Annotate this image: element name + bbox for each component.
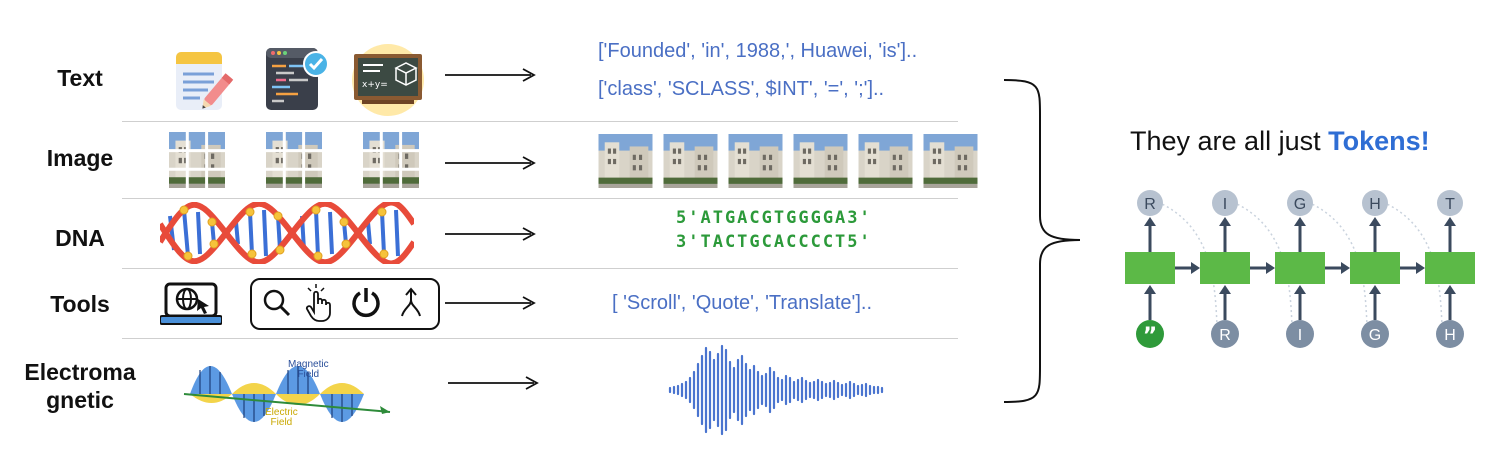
merge-icon <box>401 287 421 317</box>
search-icon <box>263 289 291 317</box>
row-label-electromagnetic: Electroma gnetic <box>14 358 146 414</box>
image-token-patch <box>663 134 718 188</box>
output-node-label: R <box>1144 196 1156 213</box>
row-label-dna: DNA <box>55 225 105 251</box>
input-node <box>1286 320 1314 348</box>
row-divider <box>122 338 958 339</box>
code-editor-icon <box>266 48 329 110</box>
rnn-cell <box>1125 252 1175 284</box>
input-node-label: G <box>1369 327 1381 344</box>
row-label-line-2: gnetic <box>46 387 114 413</box>
tokens-title-prefix: They are all just <box>1130 126 1329 156</box>
input-node <box>1211 320 1239 348</box>
curly-brace <box>1003 79 1081 403</box>
rnn-cell <box>1425 252 1475 284</box>
rnn-cell <box>1275 252 1325 284</box>
input-node-label: H <box>1444 327 1456 344</box>
output-node-label: I <box>1223 196 1227 213</box>
image-patch-grid <box>168 132 226 188</box>
dna-sequence-top: 5'ATGACGTGGGGA3' <box>676 208 872 228</box>
chalkboard-icon: x+y= <box>352 44 424 116</box>
row-divider <box>122 268 958 269</box>
output-node <box>1212 190 1238 216</box>
electromagnetic-wave-icon <box>183 366 391 422</box>
output-node <box>1362 190 1388 216</box>
dna-helix-icon <box>160 202 414 264</box>
recurrent-arrow-head <box>1191 262 1200 274</box>
image-token-patch <box>598 134 653 188</box>
image-token-patch <box>923 134 978 188</box>
arrow-icon <box>445 68 536 82</box>
output-node-label: T <box>1445 196 1455 213</box>
power-icon <box>352 288 380 318</box>
row-divider <box>122 121 958 122</box>
image-token-patch <box>858 134 913 188</box>
magnetic-label-line-1: Magnetic <box>288 359 329 370</box>
image-token-patch <box>793 134 848 188</box>
up-arrow-head <box>1144 217 1156 226</box>
rnn-cell <box>1350 252 1400 284</box>
row-label-tools: Tools <box>50 291 110 317</box>
up-arrow-head <box>1144 285 1156 294</box>
output-node <box>1287 190 1313 216</box>
arrow-icon <box>445 296 536 310</box>
output-node-label: H <box>1369 196 1381 213</box>
up-arrow-head <box>1369 285 1381 294</box>
electric-field-label: Electric Field <box>265 408 298 428</box>
notepad-icon <box>176 52 234 110</box>
text-token-sequence-1: ['Founded', 'in', 1988,', Huawei, 'is'].… <box>598 40 918 62</box>
magnetic-field-label: Magnetic Field <box>288 360 329 380</box>
rnn-cell <box>1200 252 1250 284</box>
input-node <box>1436 320 1464 348</box>
output-node <box>1437 190 1463 216</box>
recurrent-arrow-head <box>1266 262 1275 274</box>
up-arrow-head <box>1219 217 1231 226</box>
arrow-icon <box>445 156 536 170</box>
audio-waveform <box>668 344 884 436</box>
image-patch-grid <box>265 132 323 188</box>
image-token-patch <box>728 134 783 188</box>
up-arrow-head <box>1444 217 1456 226</box>
input-node <box>1361 320 1389 348</box>
text-token-sequence-2: ['class', 'SCLASS', $INT', '=', ';'].. <box>598 78 885 100</box>
tokens-title: They are all just Tokens! <box>1130 126 1430 157</box>
recurrent-arrow-head <box>1416 262 1425 274</box>
row-label-line-1: Electroma <box>24 359 136 385</box>
pointer-hand-icon <box>305 284 331 322</box>
quote-start-icon <box>1136 320 1164 348</box>
electric-label-line-1: Electric <box>265 407 298 418</box>
input-node-label: I <box>1298 327 1302 344</box>
arrow-icon <box>445 227 536 241</box>
rnn-diagram: R ” I R G I H G T H <box>1125 190 1475 349</box>
arrow-icon <box>448 376 539 390</box>
magnetic-label-line-2: Field <box>297 369 320 380</box>
output-node-label: G <box>1294 196 1306 213</box>
input-node-label: R <box>1219 327 1231 344</box>
quote-glyph: ” <box>1143 324 1157 349</box>
up-arrow-head <box>1294 285 1306 294</box>
electric-label-line-2: Field <box>270 417 293 428</box>
row-label-image: Image <box>46 145 114 171</box>
output-node <box>1137 190 1163 216</box>
recurrent-arrow-head <box>1341 262 1350 274</box>
up-arrow-head <box>1444 285 1456 294</box>
row-divider <box>122 198 958 199</box>
up-arrow-head <box>1294 217 1306 226</box>
row-label-text: Text <box>57 65 103 91</box>
laptop-globe-icon <box>160 282 222 325</box>
dna-sequence-bottom: 3'TACTGCACCCCT5' <box>676 232 872 252</box>
up-arrow-head <box>1219 285 1231 294</box>
image-patch-grid <box>362 132 420 188</box>
svg-text:x+y=: x+y= <box>362 80 388 90</box>
tokens-title-highlight: Tokens! <box>1328 126 1430 156</box>
tool-token-sequence: [ 'Scroll', 'Quote', 'Translate'].. <box>612 292 873 314</box>
up-arrow-head <box>1369 217 1381 226</box>
